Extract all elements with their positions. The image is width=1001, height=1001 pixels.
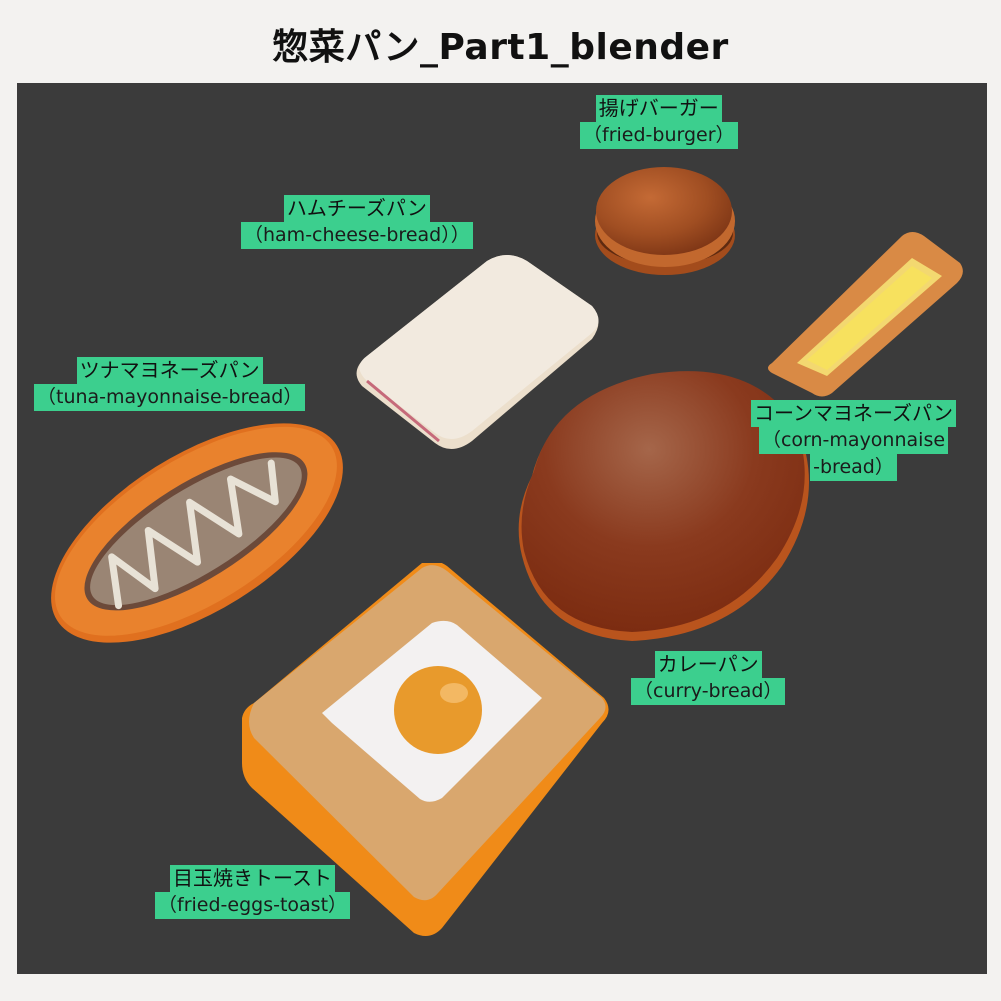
label-jp: ツナマヨネーズパン [76, 357, 263, 384]
label-jp: コーンマヨネーズパン [751, 400, 956, 427]
fried-eggs-toast-image [242, 563, 612, 943]
label-en: （curry-bread） [631, 678, 786, 705]
ham-cheese-bread-image [347, 251, 607, 461]
label-jp: ハムチーズパン [283, 195, 430, 222]
label-fried-burger: 揚げバーガー （fried-burger） [580, 95, 738, 149]
label-en-line2: -bread） [810, 454, 897, 481]
label-jp: カレーパン [654, 651, 762, 678]
label-en: （corn-mayonnaise [758, 427, 949, 454]
curry-bread-image [512, 366, 822, 651]
render-scene: 揚げバーガー （fried-burger） ハムチーズパン （ham-chees… [17, 83, 987, 974]
label-jp: 揚げバーガー [595, 95, 722, 122]
page-title: 惣菜パン_Part1_blender [272, 27, 729, 68]
label-tuna-mayonnaise-bread: ツナマヨネーズパン （tuna-mayonnaise-bread） [34, 357, 306, 411]
label-en: （fried-burger） [580, 122, 738, 149]
tuna-mayonnaise-bread-image [32, 413, 362, 653]
label-jp: 目玉焼きトースト [170, 865, 336, 892]
label-curry-bread: カレーパン （curry-bread） [631, 651, 786, 705]
label-fried-eggs-toast: 目玉焼きトースト （fried-eggs-toast） [155, 865, 351, 919]
fried-burger-image [590, 155, 740, 285]
label-ham-cheese-bread: ハムチーズパン （ham-cheese-bread）） [241, 195, 473, 249]
label-en: （fried-eggs-toast） [155, 892, 351, 919]
corn-mayonnaise-bread-image [762, 228, 967, 398]
label-en: （tuna-mayonnaise-bread） [34, 384, 306, 411]
label-corn-mayonnaise-bread: コーンマヨネーズパン （corn-mayonnaise -bread） [751, 400, 956, 481]
label-en: （ham-cheese-bread）） [241, 222, 473, 249]
